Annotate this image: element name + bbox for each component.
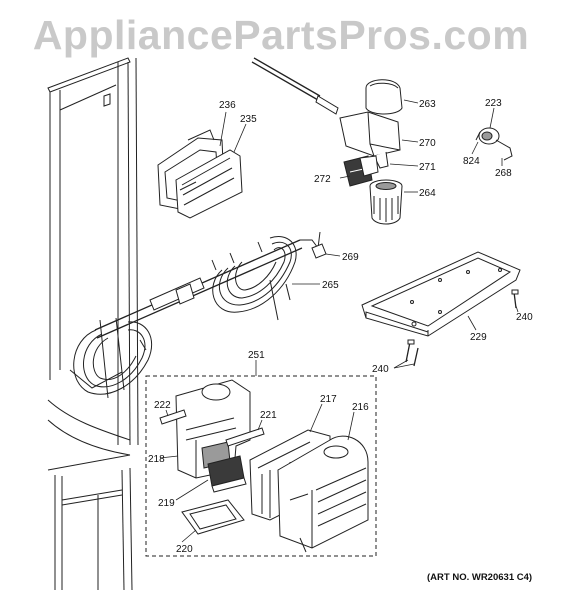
callout-272: 272 xyxy=(314,174,331,185)
callout-236: 236 xyxy=(219,100,236,111)
block-219 xyxy=(207,455,247,493)
tray-229 xyxy=(361,251,521,337)
callout-270: 270 xyxy=(419,138,436,149)
callout-219: 219 xyxy=(158,498,175,509)
gasket-220 xyxy=(181,499,245,535)
callout-218: 218 xyxy=(148,454,165,465)
assembly-box-251 xyxy=(145,375,377,557)
connector-272 xyxy=(343,155,379,187)
callout-265: 265 xyxy=(322,280,339,291)
housing-218 xyxy=(175,379,251,479)
refrigerator-cabinet xyxy=(47,57,139,591)
callout-223: 223 xyxy=(485,98,502,109)
callout-217: 217 xyxy=(320,394,337,405)
callout-240-left: 240 xyxy=(372,364,389,375)
water-line xyxy=(251,57,339,115)
callout-251: 251 xyxy=(248,350,265,361)
screws-240 xyxy=(405,289,519,367)
callout-240-right: 240 xyxy=(516,312,533,323)
rods-221-222 xyxy=(159,409,265,447)
valve-270 xyxy=(339,111,401,169)
callout-221: 221 xyxy=(260,410,277,421)
callout-271: 271 xyxy=(419,162,436,173)
callout-824: 824 xyxy=(463,156,480,167)
housing-216 xyxy=(277,435,369,553)
clip-223-824-268 xyxy=(475,127,513,161)
callout-222: 222 xyxy=(154,400,171,411)
callout-229: 229 xyxy=(470,332,487,343)
callout-264: 264 xyxy=(419,188,436,199)
fill-tube-assembly-265 xyxy=(69,231,327,399)
callout-268: 268 xyxy=(495,168,512,179)
callout-269: 269 xyxy=(342,252,359,263)
leader-lines xyxy=(159,99,519,543)
watermark: AppliancePartsPros.com xyxy=(32,12,530,58)
filter-264 xyxy=(369,179,403,225)
bracket-235-236 xyxy=(157,129,243,219)
cap-263 xyxy=(365,79,403,115)
callout-labels: 236 235 263 223 270 824 268 271 272 264 … xyxy=(148,98,533,555)
callout-216: 216 xyxy=(352,402,369,413)
callout-263: 263 xyxy=(419,99,436,110)
callout-220: 220 xyxy=(176,544,193,555)
art-number: (ART NO. WR20631 C4) xyxy=(427,572,533,583)
callout-235: 235 xyxy=(240,114,257,125)
